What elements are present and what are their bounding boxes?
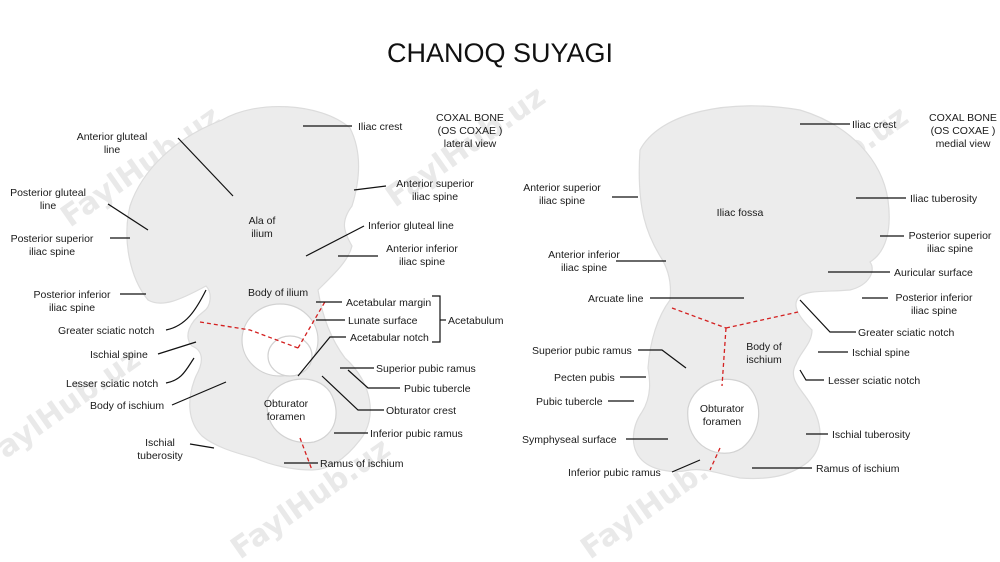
medial-label-auricular-surface: Auricular surface <box>894 267 973 279</box>
label-lesser-sciatic-notch: Lesser sciatic notch <box>66 378 158 390</box>
medial-leader-lines <box>608 123 906 473</box>
label-acetabulum: Acetabulum <box>448 315 504 327</box>
medial-label-ischial-spine: Ischial spine <box>852 347 910 359</box>
medial-seam-ilium-ischium <box>725 311 799 329</box>
medial-label-lesser-sciatic-notch: Lesser sciatic notch <box>828 375 920 387</box>
medial-bone-shape <box>632 105 890 480</box>
medial-seam-pubis-ischium <box>721 327 727 387</box>
label-lunate-surface: Lunate surface <box>348 315 418 327</box>
medial-label-greater-sciatic-notch: Greater sciatic notch <box>858 327 954 339</box>
svg-text:COXAL BONE(OS COXAE )medial vi: COXAL BONE(OS COXAE )medial view <box>929 112 997 150</box>
lateral-obturator-foramen-shape <box>266 378 337 444</box>
label-greater-sciatic-notch: Greater sciatic notch <box>58 325 154 337</box>
medial-label-ramus-of-ischium: Ramus of ischium <box>816 463 900 475</box>
medial-label-pubic-tubercle: Pubic tubercle <box>536 396 603 408</box>
medial-label-iliac-fossa: Iliac fossa <box>717 207 764 219</box>
lateral-seam-ilium-ischium <box>199 321 299 349</box>
medial-obturator-foramen-shape <box>687 378 760 454</box>
medial-label-ischial-tuberosity: Ischial tuberosity <box>832 429 911 441</box>
medial-label-superior-pubic-ramus: Superior pubic ramus <box>532 345 632 357</box>
label-ischial-spine: Ischial spine <box>90 349 148 361</box>
acetabular-inner <box>267 335 313 377</box>
medial-labels: Iliac crest Iliac tuberosity Posterior s… <box>522 119 992 479</box>
lateral-leader-lines <box>107 125 446 464</box>
label-obturator-crest: Obturator crest <box>386 405 456 417</box>
label-acetabular-margin: Acetabular margin <box>346 297 431 309</box>
label-inferior-gluteal-line: Inferior gluteal line <box>368 220 454 232</box>
label-ramus-of-ischium: Ramus of ischium <box>320 458 404 470</box>
label-body-of-ilium: Body of ilium <box>248 287 308 299</box>
medial-bone <box>632 105 890 480</box>
lateral-seam-ilium-pubis <box>297 299 327 349</box>
medial-label-inferior-pubic-ramus: Inferior pubic ramus <box>568 467 661 479</box>
medial-label-pecten-pubis: Pecten pubis <box>554 372 615 384</box>
medial-seam-ilium-pubis <box>671 307 727 329</box>
medial-label-iliac-crest: Iliac crest <box>852 119 896 131</box>
lateral-bone <box>126 106 371 471</box>
label-acetabular-notch: Acetabular notch <box>350 332 429 344</box>
label-body-of-ischium: Body of ischium <box>90 400 164 412</box>
label-iliac-crest: Iliac crest <box>358 121 402 133</box>
lateral-seam-ischium-pubis <box>299 437 313 471</box>
label-superior-pubic-ramus: Superior pubic ramus <box>376 363 476 375</box>
medial-view-title: COXAL BONE(OS COXAE )medial view <box>929 112 997 150</box>
medial-label-arcuate-line: Arcuate line <box>588 293 644 305</box>
medial-label-symphyseal-surface: Symphyseal surface <box>522 434 617 446</box>
label-pubic-tubercle: Pubic tubercle <box>404 383 471 395</box>
lateral-view-title: COXAL BONE(OS COXAE )lateral view <box>436 112 504 150</box>
slide-title: CHANOQ SUYAGI <box>386 38 614 68</box>
lateral-view-title-line: COXAL BONE(OS COXAE )lateral view <box>436 112 504 150</box>
label-inferior-pubic-ramus: Inferior pubic ramus <box>370 428 463 440</box>
medial-label-iliac-tuberosity: Iliac tuberosity <box>910 193 978 205</box>
